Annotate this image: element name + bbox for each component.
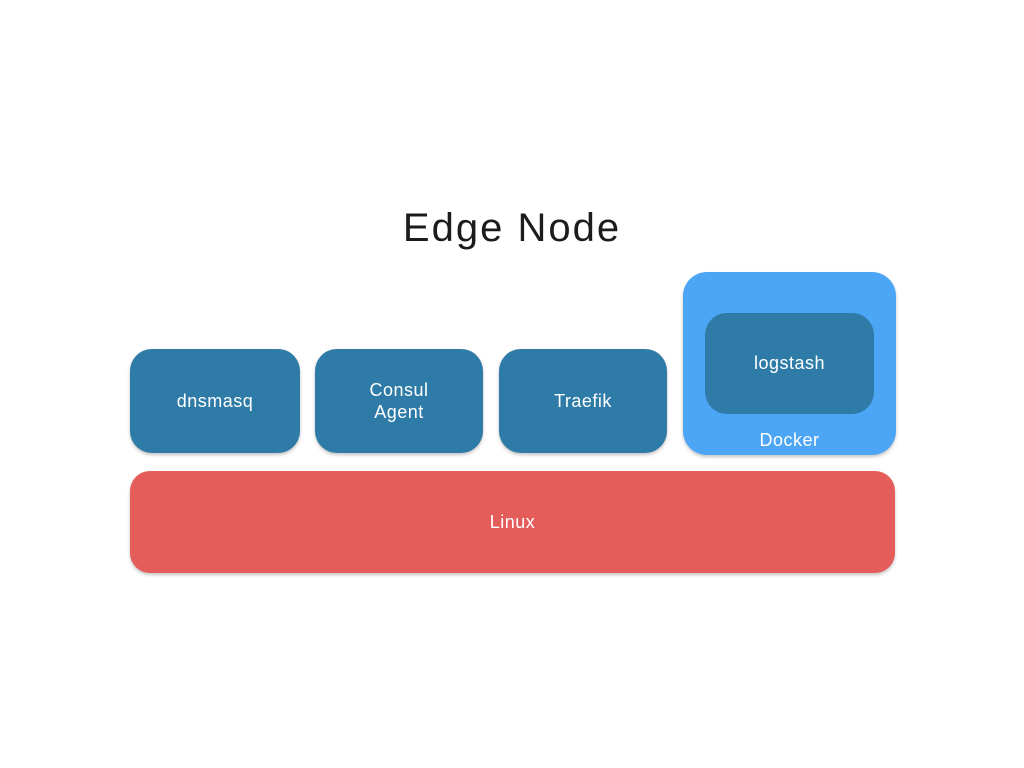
service-node-traefik: Traefik xyxy=(499,349,667,453)
container-node-label: logstash xyxy=(753,353,826,374)
docker-group-label: Docker xyxy=(759,430,820,450)
container-node-logstash: logstash xyxy=(705,313,874,414)
linux-os-layer: Linux xyxy=(130,471,895,573)
linux-os-label: Linux xyxy=(489,511,536,532)
service-node-dnsmasq: dnsmasq xyxy=(130,349,300,453)
service-node-label: Consul Agent xyxy=(369,379,429,423)
docker-group: logstash Docker xyxy=(683,272,896,455)
service-node-label: dnsmasq xyxy=(176,390,254,411)
service-node-label: Traefik xyxy=(554,390,612,411)
service-node-consul-agent: Consul Agent xyxy=(315,349,483,453)
diagram-title: Edge Node xyxy=(402,206,622,250)
